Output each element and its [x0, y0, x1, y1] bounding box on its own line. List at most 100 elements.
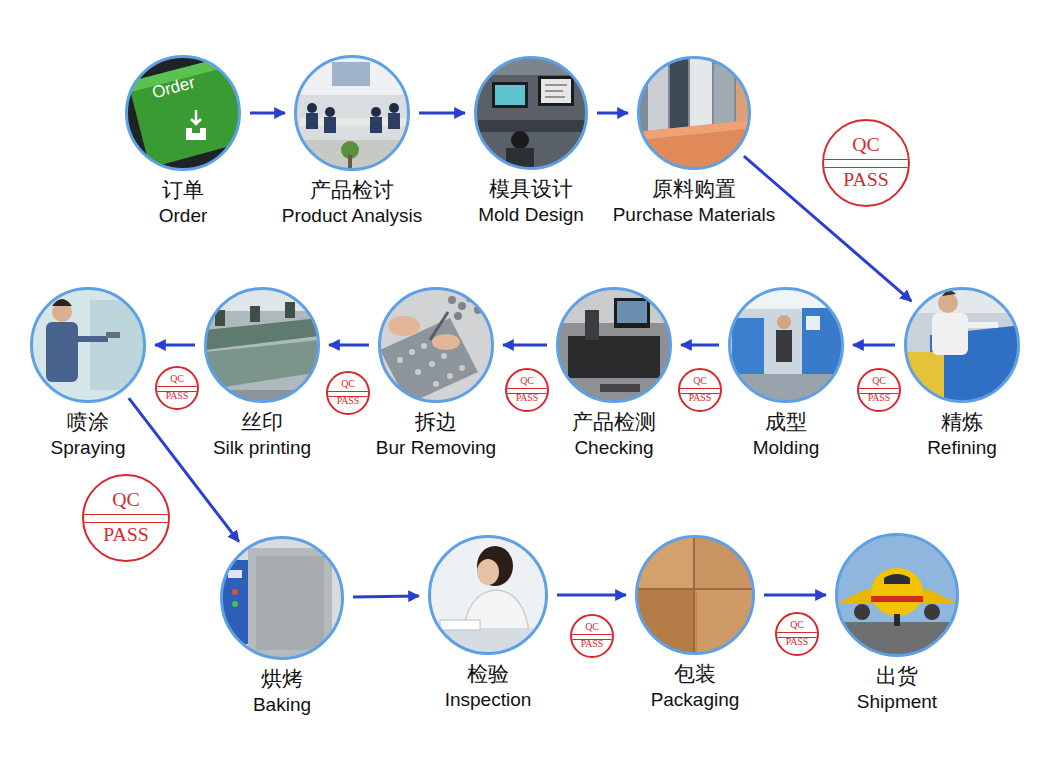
stamp-band	[84, 514, 168, 524]
stamp-pass: PASS	[680, 393, 720, 403]
process-step: 烘烤Baking	[220, 536, 344, 660]
flow-arrow	[557, 594, 626, 597]
qc-stamp: QC PASS	[155, 366, 199, 410]
boxes-photo	[633, 533, 758, 658]
flow-arrow	[353, 596, 419, 597]
step-name-zh: 检验	[445, 660, 532, 688]
step-name-zh: 模具设计	[478, 175, 584, 203]
qc-stamp: QCPASS	[326, 371, 370, 415]
order-key-photo	[120, 50, 252, 180]
step-caption: 出货Shipment	[857, 662, 937, 714]
step-name-en: Product Analysis	[282, 204, 422, 228]
step-caption: 喷涂Spraying	[51, 408, 126, 460]
step-name-en: Bur Removing	[376, 436, 496, 460]
flow-arrow	[597, 112, 628, 115]
step-caption: 产品检讨Product Analysis	[282, 176, 422, 228]
meeting-room-photo	[290, 50, 420, 180]
step-name-zh: 原料购置	[613, 175, 776, 203]
process-step: 产品检测Checking	[556, 287, 672, 403]
step-name-en: Baking	[253, 693, 311, 717]
deburring-photo	[375, 283, 500, 408]
process-step: 模具设计Mold Design	[474, 56, 588, 170]
step-name-en: Silk printing	[213, 436, 311, 460]
design-office-photo	[470, 50, 600, 180]
materials-photo	[630, 50, 764, 180]
step-caption: 烘烤Baking	[253, 665, 311, 717]
flow-arrow	[764, 594, 826, 597]
flow-arrow	[853, 344, 895, 347]
stamp-qc: QC	[824, 135, 908, 155]
step-caption: 原料购置Purchase Materials	[613, 175, 776, 227]
molding-photo	[725, 283, 850, 408]
step-name-zh: 产品检讨	[282, 176, 422, 204]
step-name-zh: 喷涂	[51, 408, 126, 436]
stamp-qc: QC	[157, 374, 197, 384]
step-name-zh: 精炼	[927, 408, 997, 436]
step-name-zh: 产品检测	[572, 408, 656, 436]
qc-stamp: QC PASS	[678, 368, 722, 412]
step-name-en: Refining	[927, 436, 997, 460]
process-step: 产品检讨Product Analysis	[294, 55, 410, 171]
stamp-pass: PASS	[328, 396, 368, 406]
oven-photo	[218, 534, 348, 664]
stamp-qc: QC	[859, 376, 899, 386]
process-step: 拆边Bur Removing	[378, 287, 494, 403]
stamp-pass: PASS	[84, 525, 168, 545]
key-label: Order	[150, 73, 197, 104]
process-step: 喷涂Spraying	[30, 287, 146, 403]
step-name-en: Checking	[572, 436, 656, 460]
flow-arrow	[419, 112, 465, 115]
step-name-en: Inspection	[445, 688, 532, 712]
qc-stamp: QC PASS	[822, 119, 910, 207]
step-name-zh: 拆边	[376, 408, 496, 436]
stamp-qc: QC	[572, 622, 612, 632]
silk-printing-photo	[200, 283, 325, 408]
qc-stamp: QC PASS	[82, 474, 170, 562]
flow-arrow	[329, 344, 369, 347]
step-name-en: Packaging	[651, 688, 740, 712]
qc-stamp: QCPASS	[857, 368, 901, 412]
step-name-en: Order	[159, 204, 208, 228]
step-name-zh: 包装	[651, 660, 740, 688]
stamp-qc: QC	[777, 620, 817, 630]
process-step: 丝印Silk printing	[204, 287, 320, 403]
step-caption: 丝印Silk printing	[213, 408, 311, 460]
flow-arrow	[681, 344, 719, 347]
stamp-pass: PASS	[572, 639, 612, 649]
process-step: 原料购置Purchase Materials	[637, 56, 751, 170]
process-step: 成型Molding	[728, 287, 844, 403]
step-name-zh: 订单	[159, 176, 208, 204]
flow-arrow	[503, 344, 547, 347]
stamp-pass: PASS	[157, 391, 197, 401]
step-name-en: Purchase Materials	[613, 203, 776, 227]
qc-stamp: QCPASS	[505, 368, 549, 412]
stamp-pass: PASS	[777, 637, 817, 647]
qc-stamp: QC PASS	[570, 614, 614, 658]
step-name-en: Molding	[753, 436, 820, 460]
step-caption: 模具设计Mold Design	[478, 175, 584, 227]
process-step: 精炼Refining	[904, 287, 1020, 403]
step-name-zh: 成型	[753, 408, 820, 436]
process-step: 订单Order	[125, 55, 241, 171]
step-name-zh: 出货	[857, 662, 937, 690]
step-caption: 包装Packaging	[651, 660, 740, 712]
step-name-en: Spraying	[51, 436, 126, 460]
inspection-photo	[426, 533, 551, 658]
step-caption: 订单Order	[159, 176, 208, 228]
step-name-en: Mold Design	[478, 203, 584, 227]
step-name-zh: 丝印	[213, 408, 311, 436]
checking-photo	[555, 283, 675, 408]
stamp-pass: PASS	[507, 393, 547, 403]
step-caption: 精炼Refining	[927, 408, 997, 460]
stamp-qc: QC	[680, 376, 720, 386]
process-step: 包装Packaging	[635, 535, 755, 655]
stamp-qc: QC	[84, 490, 168, 510]
refining-photo	[900, 283, 1025, 410]
stamp-pass: PASS	[824, 170, 908, 190]
step-caption: 成型Molding	[753, 408, 820, 460]
step-caption: 检验Inspection	[445, 660, 532, 712]
step-caption: 产品检测Checking	[572, 408, 656, 460]
process-step: 检验Inspection	[428, 535, 548, 655]
